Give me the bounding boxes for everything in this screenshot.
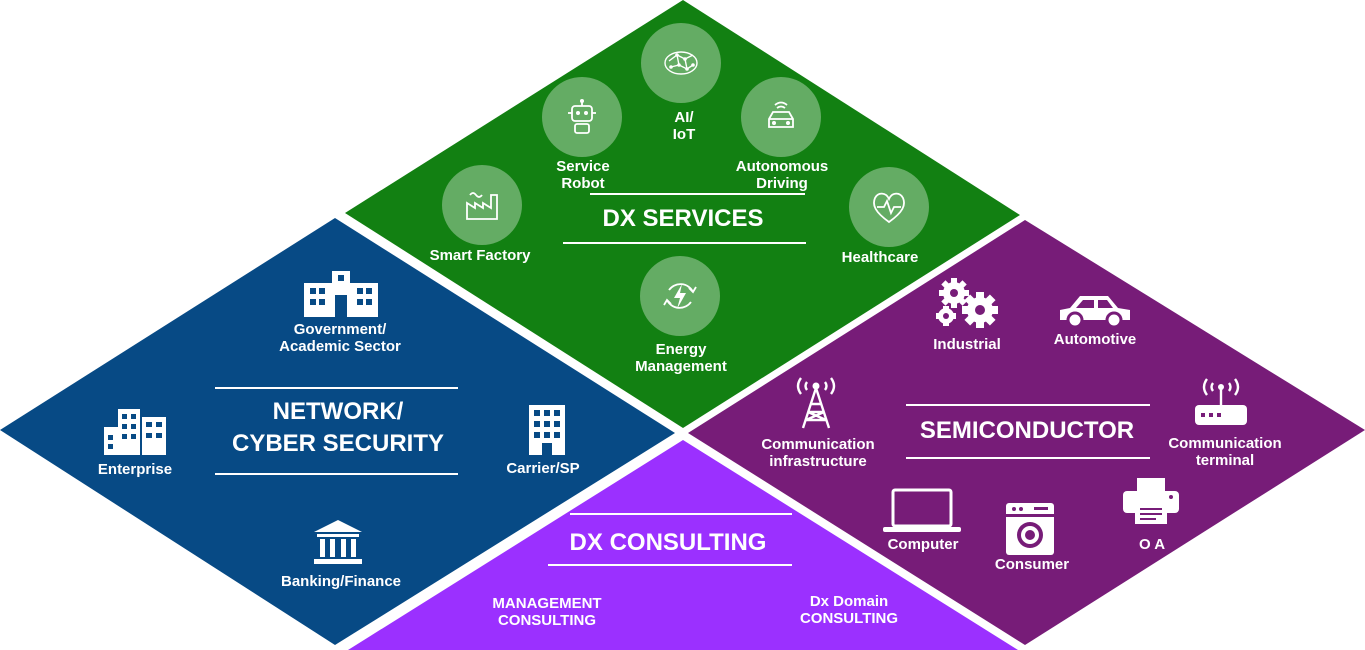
factory-icon <box>442 165 522 245</box>
consumer-label: Consumer <box>994 556 1070 573</box>
autonomous-driving-label: Autonomous Driving <box>735 158 829 192</box>
consulting-top-rule <box>570 513 792 515</box>
domain-consulting-label: Dx Domain CONSULTING <box>799 593 899 627</box>
dx-services-title: DX SERVICES <box>602 205 764 232</box>
robot-icon <box>542 77 622 157</box>
car-icon <box>1060 296 1130 329</box>
consulting-triangle <box>348 440 1018 650</box>
carrier-label: Carrier/SP <box>506 460 580 477</box>
oa-label: O A <box>1138 536 1166 553</box>
comm-terminal-label: Communication terminal <box>1168 435 1282 469</box>
enterprise-label: Enterprise <box>97 461 173 478</box>
management-consulting-label: MANAGEMENT CONSULTING <box>492 595 602 629</box>
semiconductor-title: SEMICONDUCTOR <box>919 417 1135 444</box>
carrier-building-icon <box>529 405 565 455</box>
heart-pulse-icon <box>849 167 929 247</box>
industrial-label: Industrial <box>933 336 1001 353</box>
network-bottom-rule <box>215 473 458 475</box>
consulting-bottom-rule <box>548 564 792 566</box>
network-top-rule <box>215 387 458 389</box>
computer-label: Computer <box>887 536 959 553</box>
router-icon <box>1195 378 1247 425</box>
service-robot-label: Service Robot <box>556 158 610 192</box>
ai-iot-label: AI/ IoT <box>672 109 696 143</box>
energy-cycle-icon <box>640 256 720 336</box>
dx-services-top-rule <box>590 193 805 195</box>
enterprise-buildings-icon <box>104 409 166 455</box>
bank-icon <box>314 520 362 564</box>
energy-management-label: Energy Management <box>635 341 727 375</box>
gears-icon <box>936 278 998 328</box>
smart-factory-label: Smart Factory <box>429 247 531 264</box>
comm-infra-label: Communication infrastructure <box>761 436 875 470</box>
washing-machine-icon <box>1006 503 1054 555</box>
cell-tower-icon <box>796 377 836 429</box>
semiconductor-top-rule <box>906 404 1150 406</box>
government-label: Government/ Academic Sector <box>279 321 401 355</box>
banking-label: Banking/Finance <box>280 573 402 590</box>
semiconductor-diamond <box>688 220 1365 645</box>
dx-services-diamond <box>345 0 1020 428</box>
automotive-label: Automotive <box>1053 331 1137 348</box>
printer-icon <box>1123 478 1179 524</box>
government-building-icon <box>304 271 378 317</box>
ai-brain-icon <box>641 23 721 103</box>
laptop-icon <box>883 488 961 532</box>
network-title: NETWORK/ CYBER SECURITY <box>231 398 445 457</box>
healthcare-label: Healthcare <box>841 249 919 266</box>
dx-services-bottom-rule <box>563 242 806 244</box>
autonomous-car-icon <box>741 77 821 157</box>
network-diamond <box>0 218 675 645</box>
consulting-title: DX CONSULTING <box>569 529 767 556</box>
semiconductor-bottom-rule <box>906 457 1150 459</box>
